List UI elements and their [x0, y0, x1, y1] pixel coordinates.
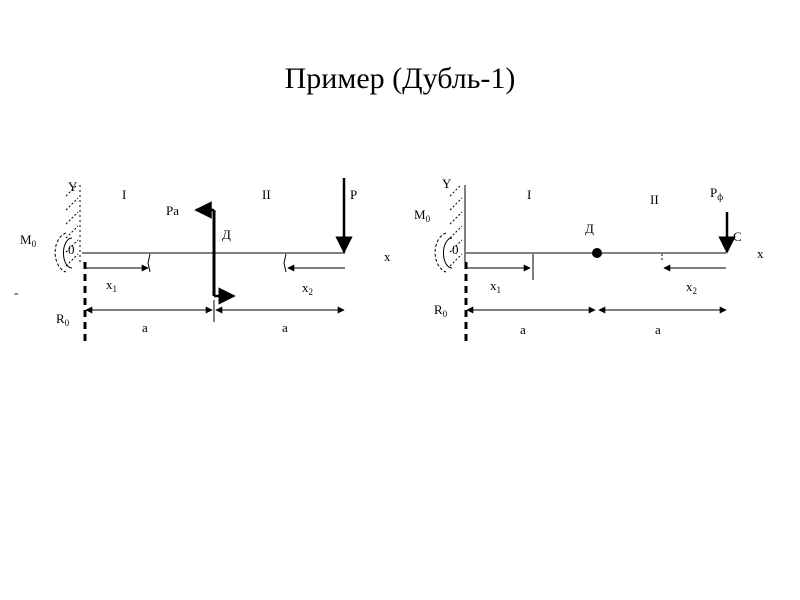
- left-dim-a2-label: a: [282, 320, 288, 335]
- right-dim-a1-label: a: [520, 322, 526, 337]
- left-x-axis-label: x: [384, 249, 391, 264]
- right-point-d-label: Д: [585, 221, 594, 236]
- right-moment-label: M0: [414, 207, 431, 224]
- left-origin-label: 0: [68, 242, 75, 257]
- left-force-p-label: P: [350, 187, 357, 202]
- left-point-d-label: Д: [222, 227, 231, 242]
- left-moment-label: M0: [20, 232, 37, 249]
- right-point-d-dot: [592, 248, 602, 258]
- right-x1-label: x1: [490, 278, 501, 295]
- right-section-2-label: II: [650, 192, 659, 207]
- right-origin-label: 0: [452, 242, 459, 257]
- left-force-pa-label: Pa: [166, 203, 179, 218]
- left-reaction-label: R0: [56, 311, 70, 328]
- left-x2-label: x2: [302, 280, 313, 297]
- left-wall-hatching: [65, 185, 79, 267]
- left-x1-section-mark: [147, 253, 151, 273]
- left-dim-a1-label: a: [142, 320, 148, 335]
- slide-title: Пример (Дубль-1): [284, 62, 516, 95]
- right-reaction-label: R0: [434, 302, 448, 319]
- right-y-axis-label: Y: [442, 176, 452, 191]
- right-section-1-label: I: [527, 187, 531, 202]
- right-x2-label: x2: [686, 279, 697, 296]
- right-point-c-label: C: [733, 229, 742, 244]
- right-moment-arc-inner: [442, 237, 453, 269]
- left-moment-arc: [54, 232, 67, 273]
- left-x2-section-mark: [283, 253, 287, 273]
- left-section-1-label: I: [122, 187, 126, 202]
- right-x-axis-label: x: [757, 246, 764, 261]
- left-x1-label: x1: [106, 277, 117, 294]
- right-moment-arc: [434, 232, 447, 273]
- left-section-2-label: II: [262, 187, 271, 202]
- right-dim-a2-label: a: [655, 322, 661, 337]
- left-minus-sign: -: [14, 285, 18, 300]
- left-y-axis-label: Y: [68, 179, 78, 194]
- left-beam-diagram: Y I II P Pa Д 0 x M0 - R0 x1 x2 a a: [14, 178, 391, 345]
- right-wall-hatching: [449, 185, 463, 267]
- left-moment-arc-inner: [62, 237, 73, 269]
- right-beam-diagram: Y I II Pф Д C 0 x M0 R0 x1 x2 a a: [414, 176, 764, 345]
- right-force-p-label: Pф: [710, 185, 723, 202]
